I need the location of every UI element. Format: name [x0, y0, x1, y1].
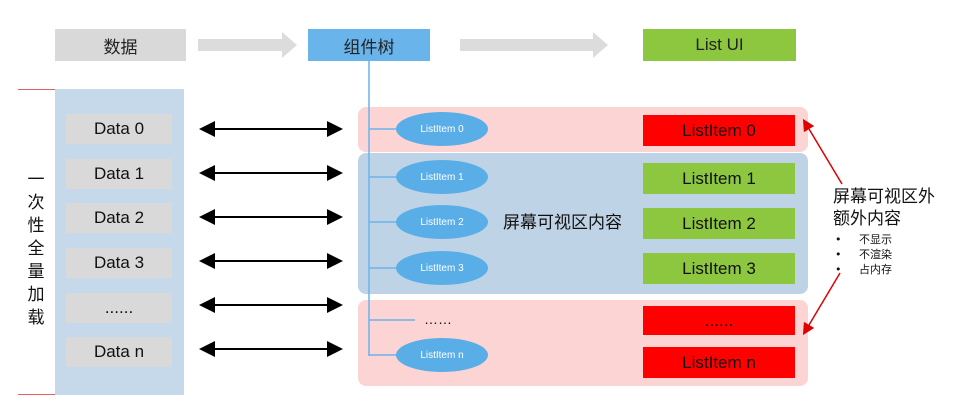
offscreen-pointer-arrows — [802, 118, 843, 336]
flow-tree-label: 组件树 — [343, 37, 395, 57]
offscreen-note-bullet: 占内存 — [835, 262, 973, 277]
flow-ui-label: List UI — [695, 35, 744, 54]
vertical-label: 一 次 性 全 量 加 载 — [25, 169, 47, 330]
ui-item-label: ListItem 2 — [682, 213, 756, 233]
tree-connectors — [368, 61, 415, 356]
vertical-label-char: 全 — [27, 239, 45, 259]
data-item: Data 3 — [66, 248, 172, 278]
offscreen-note-title: 屏幕可视区外 — [833, 187, 935, 207]
visible-region-label-text: 屏幕可视区内容 — [503, 213, 622, 233]
tree-node: ListItem 2 — [396, 205, 488, 239]
data-item-label: Data n — [93, 342, 145, 361]
bracket-bottom — [18, 394, 55, 395]
tree-node-label: ListItem 3 — [420, 262, 464, 274]
ui-item-offscreen: ListItem n — [643, 347, 795, 378]
tree-node: ListItem n — [396, 338, 488, 372]
data-item: Data n — [66, 337, 172, 367]
tree-node-label: ListItem 1 — [420, 171, 464, 183]
ui-item-label: ListItem 3 — [682, 258, 756, 278]
tree-node: ListItem 0 — [396, 112, 488, 146]
vertical-label-char: 性 — [27, 216, 45, 236]
mapping-arrows — [199, 121, 343, 357]
offscreen-note-bullets: 不显示 不渲染 占内存 — [835, 232, 973, 277]
flow-arrow-2 — [460, 32, 608, 58]
flow-arrow-1 — [198, 32, 297, 58]
visible-region-label: 屏幕可视区内容 — [503, 212, 622, 234]
ui-item-offscreen: ListItem 0 — [643, 115, 795, 146]
flow-tree-box: 组件树 — [308, 29, 430, 61]
data-item-label: Data 2 — [93, 208, 145, 227]
vertical-label-char: 一 — [27, 170, 45, 190]
tree-node-label: …… — [424, 311, 452, 327]
offscreen-note-bullet: 不渲染 — [835, 247, 973, 262]
vertical-label-char: 次 — [27, 193, 45, 213]
ui-item-label: ListItem 1 — [682, 168, 756, 188]
vertical-label-char: 载 — [27, 308, 45, 328]
ui-item-offscreen: ...... — [643, 306, 795, 335]
ui-item-visible: ListItem 3 — [643, 253, 795, 284]
offscreen-note-bullet: 不显示 — [835, 232, 973, 247]
data-item: Data 2 — [66, 203, 172, 233]
flow-data-label: 数据 — [103, 37, 138, 57]
tree-node-label: ListItem 2 — [420, 216, 464, 228]
vertical-label-char: 加 — [27, 285, 45, 305]
ui-item-label: ...... — [704, 310, 734, 330]
flow-ui-box: List UI — [643, 29, 796, 61]
tree-node: ListItem 1 — [396, 160, 488, 194]
tree-node-label: ListItem n — [420, 349, 464, 361]
vertical-label-char: 量 — [27, 262, 45, 282]
ui-item-label: ListItem 0 — [682, 120, 756, 140]
tree-node-ellipsis: …… — [424, 311, 452, 327]
ui-item-visible: ListItem 1 — [643, 163, 795, 194]
data-item: Data 0 — [66, 114, 172, 144]
ui-item-visible: ListItem 2 — [643, 208, 795, 239]
data-item-label: ...... — [104, 298, 134, 317]
tree-node: ListItem 3 — [396, 251, 488, 285]
flow-data-box: 数据 — [55, 29, 186, 61]
data-item-label: Data 1 — [93, 164, 145, 183]
ui-item-label: ListItem n — [682, 352, 756, 372]
offscreen-note-subtitle: 额外内容 — [833, 209, 901, 229]
offscreen-note: 屏幕可视区外 额外内容 不显示 不渲染 占内存 — [833, 186, 973, 277]
data-item: Data 1 — [66, 159, 172, 189]
bracket-top — [18, 89, 55, 90]
tree-node-label: ListItem 0 — [420, 123, 464, 135]
data-item-label: Data 3 — [93, 253, 145, 272]
data-item: ...... — [66, 293, 172, 323]
data-item-label: Data 0 — [93, 119, 145, 138]
